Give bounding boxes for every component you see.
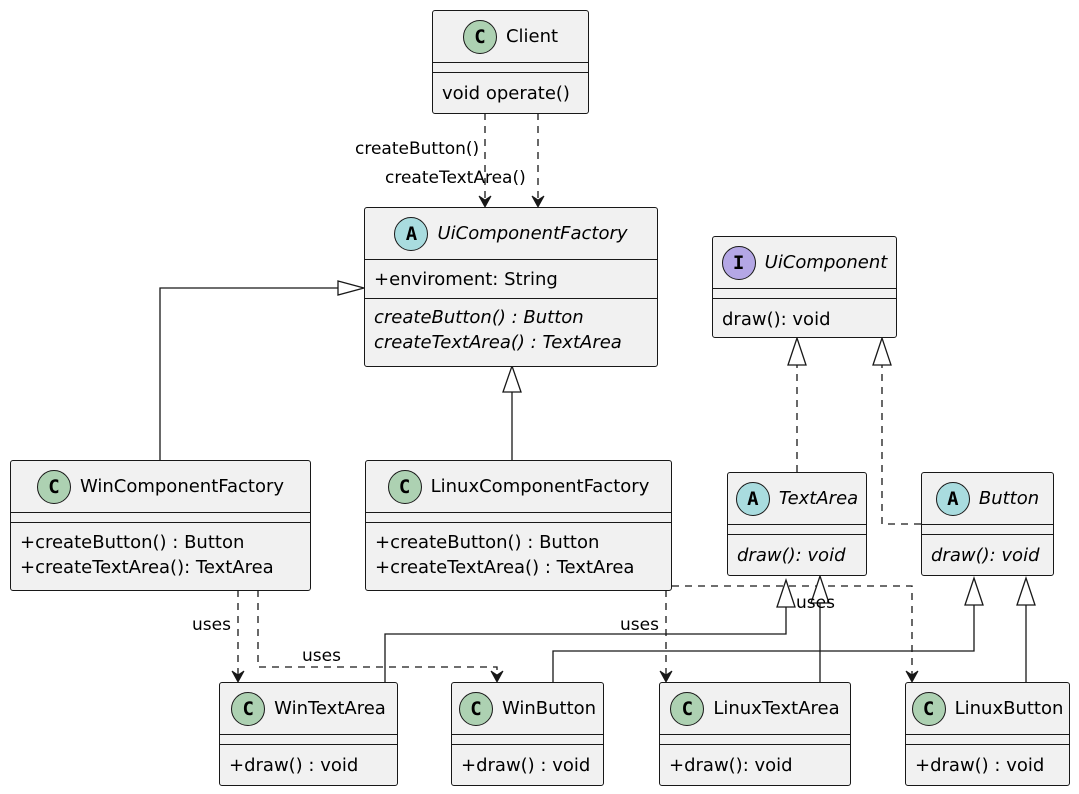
class-name: WinTextArea (274, 698, 386, 719)
class-name: LinuxButton (954, 698, 1064, 719)
class-ui-component[interactable]: I UiComponent draw(): void (712, 236, 897, 338)
methods-section: draw(): void (728, 534, 866, 568)
fields-section (11, 512, 310, 522)
method: +createButton() : Button (375, 532, 600, 553)
arrowhead-linuxtextarea (659, 670, 673, 684)
arrowhead-wintextarea (231, 670, 245, 684)
class-button[interactable]: A Button draw(): void (921, 472, 1054, 576)
method: +createTextArea() : TextArea (375, 557, 635, 578)
edge-label-win-uses-button: uses (302, 646, 341, 666)
triangle-textarea-left (776, 577, 796, 608)
methods-section: +draw() : void (220, 744, 397, 778)
arrowhead-winbutton (490, 670, 504, 684)
triangle-uicomponent-right (872, 335, 892, 366)
method: createButton() : Button (374, 307, 584, 328)
triangle-factory-bottom (502, 364, 522, 393)
fields-section: +enviroment: String (365, 259, 657, 298)
method: draw(): void (931, 545, 1040, 566)
method: +draw() : void (229, 755, 359, 776)
arrowhead-client-2 (531, 195, 545, 209)
real-button-uicomponent (881, 365, 921, 525)
class-stereotype-icon: C (36, 469, 71, 504)
interface-stereotype-icon: I (721, 245, 756, 280)
method: +draw() : void (915, 755, 1045, 776)
method: draw(): void (737, 545, 846, 566)
class-win-component-factory[interactable]: C WinComponentFactory +createButton() : … (10, 460, 311, 591)
triangle-factory-left (337, 280, 367, 296)
class-stereotype-icon: C (670, 691, 705, 726)
class-stereotype-icon: C (462, 19, 497, 54)
class-stereotype-icon: C (231, 691, 266, 726)
class-name: LinuxComponentFactory (430, 476, 650, 497)
arrowhead-client-1 (478, 195, 492, 209)
edge-label-create-button: createButton() (355, 139, 480, 159)
class-name: Button (978, 488, 1040, 509)
fields-section (728, 524, 866, 534)
fields-section (452, 734, 603, 744)
class-name: WinComponentFactory (79, 476, 285, 497)
class-linux-button[interactable]: C LinuxButton +draw() : void (905, 682, 1070, 786)
class-win-button[interactable]: C WinButton +draw() : void (451, 682, 604, 786)
dep-winfactory-winbutton (257, 590, 498, 676)
methods-section: +draw() : void (452, 744, 603, 778)
triangle-textarea-right (810, 573, 830, 604)
edge-label-linux-uses-textarea: uses (620, 615, 659, 635)
class-name: UiComponent (764, 252, 888, 273)
class-ui-component-factory[interactable]: A UiComponentFactory +enviroment: String… (364, 207, 658, 367)
class-name: UiComponentFactory (437, 223, 628, 244)
fields-section (713, 288, 896, 298)
class-name: LinuxTextArea (713, 698, 840, 719)
fields-section (220, 734, 397, 744)
gen-winfactory-factory (159, 287, 338, 460)
method: +createTextArea(): TextArea (20, 557, 274, 578)
fields-section (906, 734, 1069, 744)
method: createTextArea() : TextArea (374, 332, 622, 353)
method: +draw(): void (669, 755, 793, 776)
class-linux-component-factory[interactable]: C LinuxComponentFactory +createButton() … (365, 460, 672, 591)
methods-section: +draw(): void (660, 744, 850, 778)
methods-section: void operate() (433, 72, 588, 106)
triangle-button-right (1016, 575, 1036, 606)
class-text-area[interactable]: A TextArea draw(): void (727, 472, 867, 576)
fields-section (660, 734, 850, 744)
arrowhead-linuxbutton (905, 670, 919, 684)
fields-section (366, 512, 671, 522)
class-win-text-area[interactable]: C WinTextArea +draw() : void (219, 682, 398, 786)
abstract-stereotype-icon: A (394, 216, 429, 251)
methods-section: draw(): void (922, 534, 1053, 568)
class-name: WinButton (501, 698, 597, 719)
method: void operate() (442, 83, 570, 104)
gen-wintextarea-textarea (384, 607, 787, 682)
class-name: Client (505, 26, 559, 47)
edge-label-win-uses-textarea: uses (192, 615, 231, 635)
methods-section: +createButton() : Button +createTextArea… (11, 522, 310, 580)
class-linux-text-area[interactable]: C LinuxTextArea +draw(): void (659, 682, 851, 786)
methods-section: createButton() : Button createTextArea()… (365, 298, 657, 355)
fields-section (433, 62, 588, 72)
field: +enviroment: String (374, 269, 558, 290)
method: draw(): void (722, 309, 831, 330)
class-client[interactable]: C Client void operate() (432, 10, 589, 114)
abstract-stereotype-icon: A (935, 481, 970, 516)
gen-winbutton-button (552, 605, 975, 682)
triangle-button-left (964, 575, 984, 606)
methods-section: draw(): void (713, 298, 896, 332)
methods-section: +createButton() : Button +createTextArea… (366, 522, 671, 580)
method: +draw() : void (461, 755, 591, 776)
edge-label-create-textarea: createTextArea() (385, 168, 526, 188)
class-name: TextArea (778, 488, 859, 509)
class-stereotype-icon: C (458, 691, 493, 726)
edge-label-linux-uses-button: uses (796, 593, 835, 613)
class-stereotype-icon: C (387, 469, 422, 504)
method: +createButton() : Button (20, 532, 245, 553)
abstract-stereotype-icon: A (735, 481, 770, 516)
dep-linuxfactory-linuxbutton (672, 585, 913, 676)
fields-section (922, 524, 1053, 534)
methods-section: +draw() : void (906, 744, 1069, 778)
triangle-uicomponent-left (787, 335, 807, 366)
class-stereotype-icon: C (911, 691, 946, 726)
